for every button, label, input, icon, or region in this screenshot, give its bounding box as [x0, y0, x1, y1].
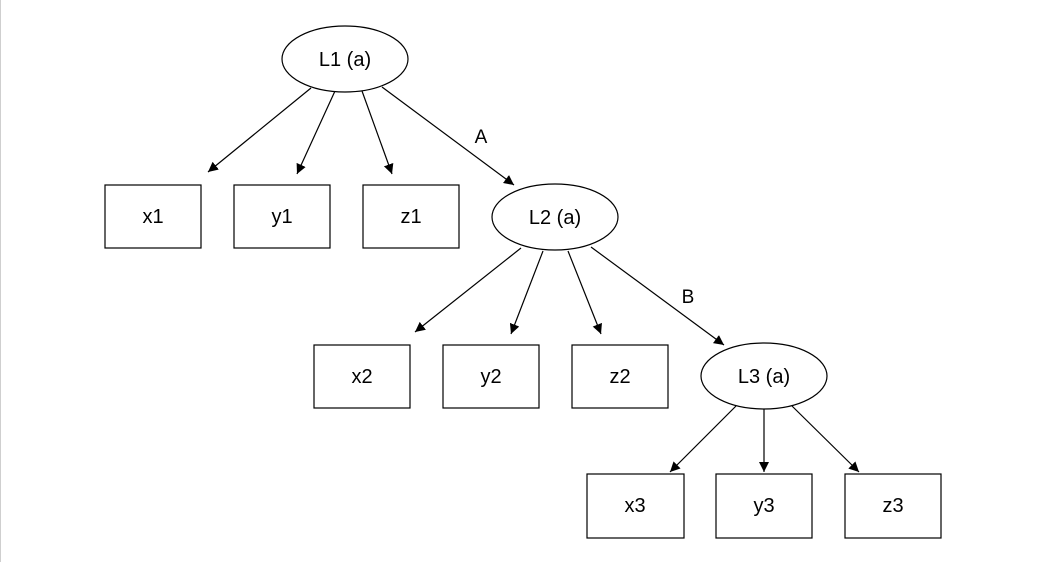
node-z1: z1	[362, 184, 460, 249]
edge-l1-x1	[207, 87, 312, 173]
edge-l2-l3	[590, 246, 725, 346]
node-l2: L2 (a)	[491, 183, 619, 251]
node-l3-label: L3 (a)	[738, 366, 790, 388]
node-x2-box	[313, 344, 411, 409]
edge-label-b: B	[682, 287, 695, 308]
node-y2: y2	[442, 344, 540, 409]
node-y3-label: y3	[753, 495, 774, 517]
node-z3-box	[844, 473, 942, 539]
node-x3-label: x3	[624, 495, 645, 517]
node-x3-box	[586, 473, 685, 539]
node-z2-box	[571, 344, 669, 409]
edge-l1-z1	[361, 90, 394, 175]
edge-l1-l2	[381, 86, 515, 186]
edge-label-a: A	[475, 127, 488, 148]
node-x3: x3	[586, 473, 685, 539]
node-z2: z2	[571, 344, 669, 409]
node-y3: y3	[715, 473, 813, 539]
edge-l2-y2	[509, 250, 544, 335]
node-y2-label: y2	[480, 366, 501, 388]
node-y3-box	[715, 473, 813, 539]
node-y1: y1	[233, 184, 331, 249]
node-l3-ellipse	[700, 342, 828, 410]
edge-l3-z3	[791, 405, 860, 473]
node-z2-label: z2	[609, 366, 630, 388]
edge-l3-x3	[669, 405, 737, 473]
node-x1-box	[104, 184, 202, 249]
node-y2-box	[442, 344, 540, 409]
node-y1-label: y1	[271, 206, 292, 228]
node-l2-label: L2 (a)	[529, 207, 581, 229]
edges-layer	[207, 86, 860, 473]
node-l1-ellipse	[281, 25, 409, 93]
left-border	[0, 0, 1, 562]
node-z3: z3	[844, 473, 942, 539]
node-z3-label: z3	[882, 495, 903, 517]
node-x2: x2	[313, 344, 411, 409]
node-l3: L3 (a)	[700, 342, 828, 410]
node-x1: x1	[104, 184, 202, 249]
node-y1-box	[233, 184, 331, 249]
node-z1-box	[362, 184, 460, 249]
node-l1: L1 (a)	[281, 25, 409, 93]
node-x1-label: x1	[142, 206, 163, 228]
node-l1-label: L1 (a)	[319, 49, 371, 71]
node-l2-ellipse	[491, 183, 619, 251]
edge-l2-z2	[567, 250, 602, 335]
node-x2-label: x2	[351, 366, 372, 388]
edge-l2-x2	[414, 247, 522, 333]
node-z1-label: z1	[400, 206, 421, 228]
edge-l1-y1	[296, 90, 336, 175]
